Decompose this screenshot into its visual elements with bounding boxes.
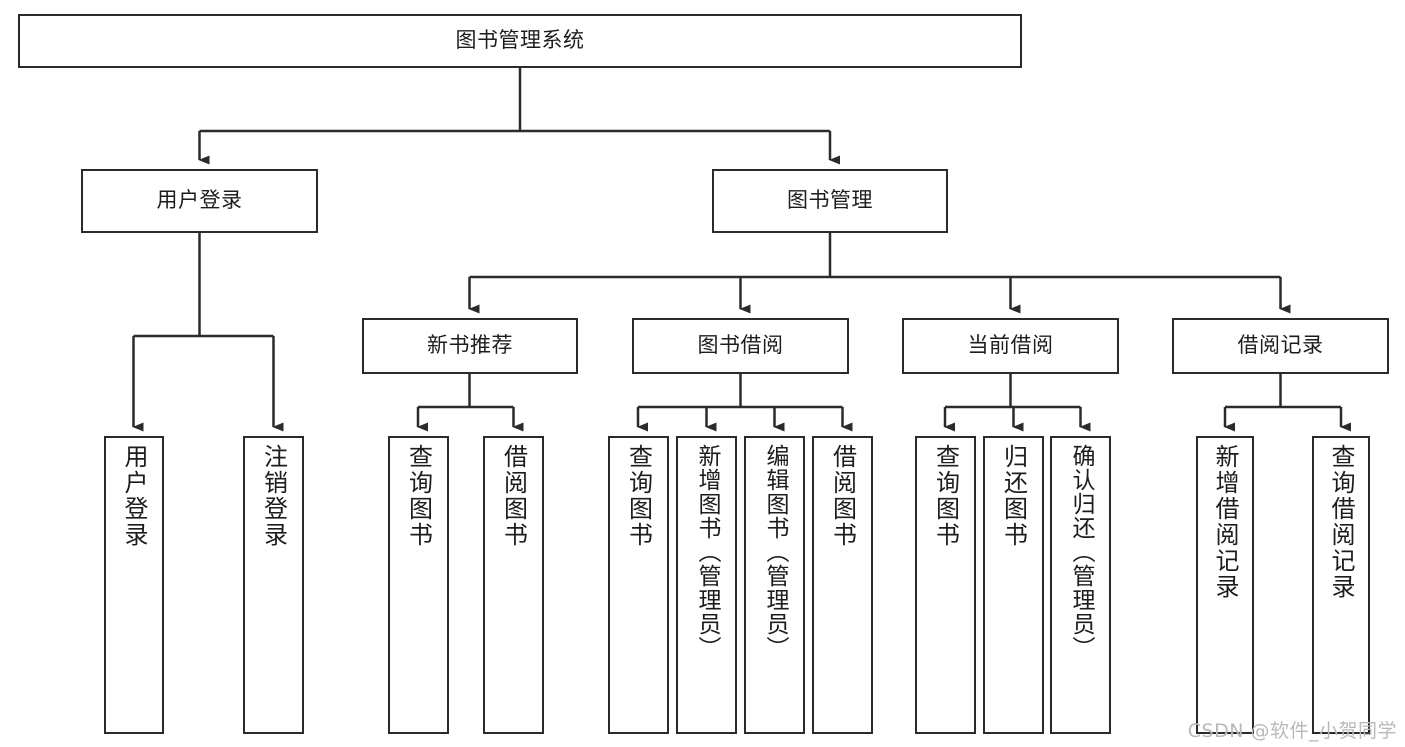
leaf-user-login-label: 用户登录 — [120, 444, 148, 548]
node-book-manage-label: 图书管理 — [787, 188, 873, 213]
leaf-confirm-return-admin-label: 确认归还（管理员） — [1068, 444, 1094, 660]
node-borrow-record[interactable]: 借阅记录 — [1172, 318, 1389, 374]
node-root-label: 图书管理系统 — [455, 28, 585, 53]
leaf-add-book-admin-label: 新增图书（管理员） — [694, 444, 720, 660]
node-book-borrow[interactable]: 图书借阅 — [632, 318, 849, 374]
node-current-borrow[interactable]: 当前借阅 — [902, 318, 1119, 374]
leaf-query-book-1[interactable]: 查询图书 — [388, 436, 449, 734]
leaf-confirm-return-admin[interactable]: 确认归还（管理员） — [1050, 436, 1111, 734]
leaf-user-login[interactable]: 用户登录 — [104, 436, 164, 734]
leaf-return-book[interactable]: 归还图书 — [983, 436, 1044, 734]
leaf-add-borrow-record[interactable]: 新增借阅记录 — [1196, 436, 1254, 734]
node-user-login[interactable]: 用户登录 — [81, 169, 318, 233]
leaf-logout-label: 注销登录 — [259, 444, 288, 548]
leaf-borrow-book-1[interactable]: 借阅图书 — [483, 436, 544, 734]
leaf-borrow-book-1-label: 借阅图书 — [499, 444, 528, 548]
leaf-query-book-2[interactable]: 查询图书 — [608, 436, 669, 734]
leaf-borrow-book-2[interactable]: 借阅图书 — [812, 436, 873, 734]
node-book-borrow-label: 图书借阅 — [697, 333, 784, 358]
node-book-manage[interactable]: 图书管理 — [712, 169, 948, 233]
node-borrow-record-label: 借阅记录 — [1237, 333, 1324, 358]
leaf-add-borrow-record-label: 新增借阅记录 — [1211, 444, 1239, 600]
node-new-book-recommend-label: 新书推荐 — [427, 333, 513, 358]
leaf-query-book-3[interactable]: 查询图书 — [915, 436, 976, 734]
leaf-return-book-label: 归还图书 — [999, 444, 1028, 548]
leaf-borrow-book-2-label: 借阅图书 — [828, 444, 857, 548]
node-user-login-label: 用户登录 — [156, 188, 243, 213]
leaf-query-book-2-label: 查询图书 — [624, 444, 653, 548]
leaf-query-borrow-record[interactable]: 查询借阅记录 — [1312, 436, 1370, 734]
leaf-add-book-admin[interactable]: 新增图书（管理员） — [676, 436, 737, 734]
watermark-text: CSDN @软件_小贺同学 — [1187, 720, 1397, 742]
leaf-edit-book-admin[interactable]: 编辑图书（管理员） — [744, 436, 805, 734]
leaf-query-book-3-label: 查询图书 — [931, 444, 960, 548]
leaf-query-book-1-label: 查询图书 — [404, 444, 433, 548]
leaf-query-borrow-record-label: 查询借阅记录 — [1327, 444, 1355, 600]
node-new-book-recommend[interactable]: 新书推荐 — [362, 318, 578, 374]
leaf-edit-book-admin-label: 编辑图书（管理员） — [762, 444, 788, 660]
leaf-logout[interactable]: 注销登录 — [243, 436, 304, 734]
node-current-borrow-label: 当前借阅 — [967, 333, 1054, 358]
node-root[interactable]: 图书管理系统 — [18, 14, 1022, 68]
